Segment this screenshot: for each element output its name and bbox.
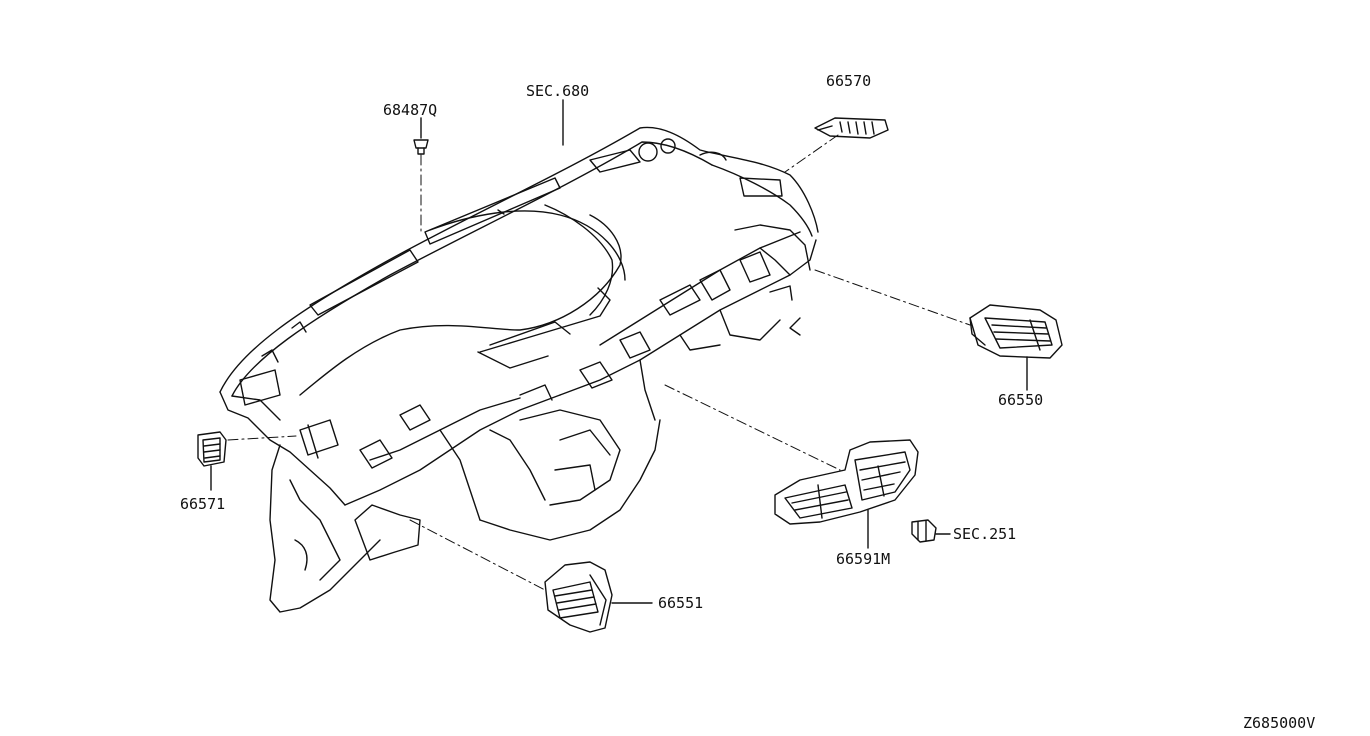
callout-66591m: 66591M [836,550,890,568]
callout-sec-680: SEC.680 [526,82,589,100]
vent-66551 [544,561,613,633]
clip-68487q [413,139,429,155]
vent-66571 [197,431,227,467]
vent-66550 [969,304,1063,359]
leader-lines [210,99,1028,604]
drawing-id: Z685000V [1243,714,1315,732]
grille-66570 [814,117,889,139]
connector-sec251 [911,519,937,543]
instrument-panel-assembly [219,126,819,613]
callout-66570: 66570 [826,72,871,90]
callout-sec-251: SEC.251 [953,525,1016,543]
vent-66591m [774,439,919,525]
callout-68487q: 68487Q [383,101,437,119]
callout-66571: 66571 [180,495,225,513]
callout-66550: 66550 [998,391,1043,409]
assembly-lines [227,134,971,591]
callout-66551: 66551 [658,594,703,612]
